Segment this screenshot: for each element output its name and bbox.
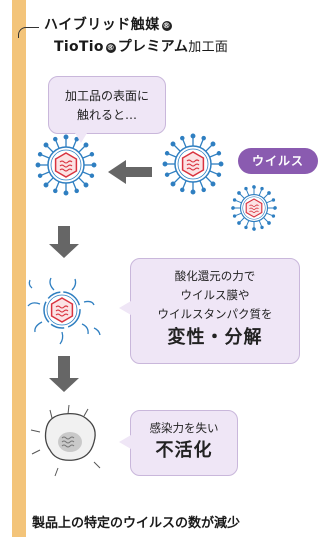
title-catalyst: ハイブリッド触媒: [44, 17, 160, 33]
denature-emphasis: 変性・分解: [167, 327, 263, 348]
title-suffix: 加工面: [188, 40, 229, 55]
inactivate-callout: 感染力を失い 不活化: [119, 410, 238, 476]
arrow-down-icon: [49, 226, 79, 258]
arrow-left-icon: [108, 160, 152, 184]
registered-mark-2: ®: [105, 43, 116, 53]
inactive-virus-icon: [30, 404, 101, 477]
title-leader-line: [18, 27, 39, 38]
inactivate-line-1: 感染力を失い: [149, 421, 219, 435]
virus-icon: [27, 277, 101, 345]
registered-mark-1: ®: [161, 21, 172, 31]
touch-callout-line-2: 触れると…: [76, 108, 137, 122]
denature-line-2: ウイルス膜や: [180, 288, 250, 302]
virus-icon: [231, 185, 277, 231]
touch-surface-callout: 加工品の表面に 触れると…: [48, 76, 166, 143]
virus-icon: [162, 133, 224, 195]
virus-label-badge: ウイルス: [238, 148, 318, 174]
arrow-down-icon: [49, 356, 79, 392]
touch-callout-line-1: 加工品の表面に: [64, 89, 149, 103]
result-caption: 製品上の特定のウイルスの数が減少: [32, 516, 241, 531]
catalyst-surface-stripe: [12, 0, 26, 537]
inactivate-emphasis: 不活化: [155, 440, 213, 461]
denature-line-3: ウイルスタンパク質を: [157, 307, 273, 321]
title-line-1: ハイブリッド触媒®: [44, 14, 174, 34]
denature-line-1: 酸化還元の力で: [174, 269, 256, 283]
title-brand-premium: プレミアム: [117, 39, 189, 55]
denature-callout: 酸化還元の力で ウイルス膜や ウイルスタンパク質を 変性・分解: [119, 258, 300, 364]
title-brand-tiotio: TioTio: [54, 39, 104, 55]
virus-icon: [35, 134, 97, 196]
title-line-2: TioTio®プレミアム加工面: [54, 36, 228, 56]
